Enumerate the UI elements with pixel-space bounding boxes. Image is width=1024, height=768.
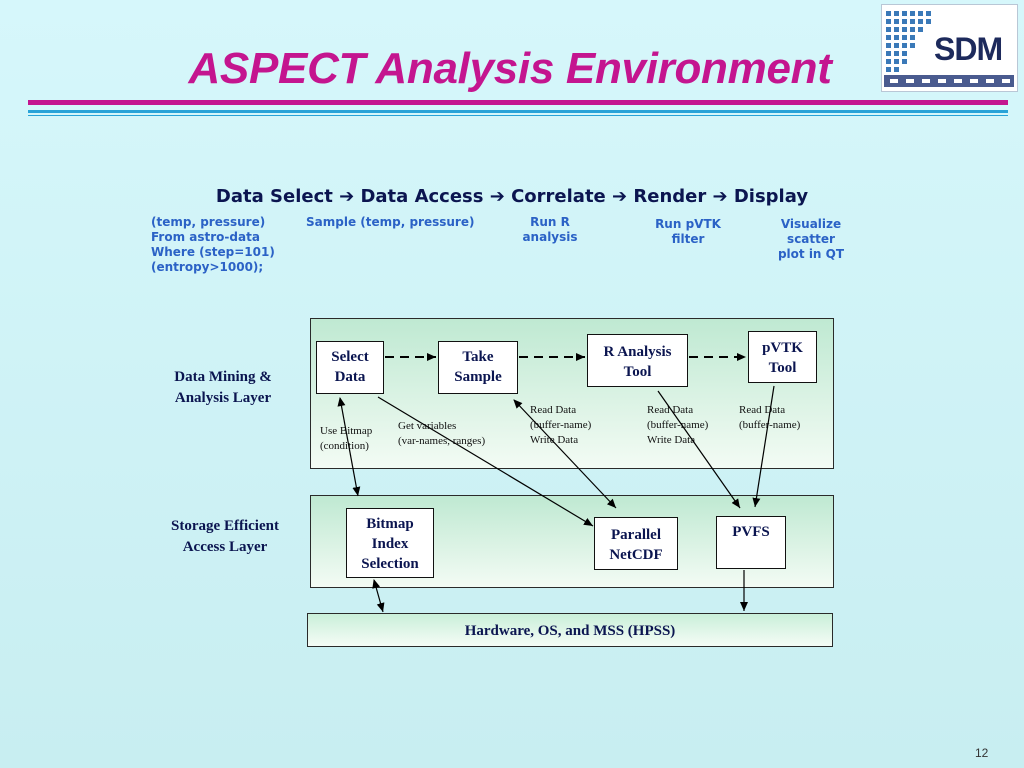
note-display: Visualize scatter plot in QT bbox=[761, 217, 861, 262]
arrow-select-bitmap bbox=[337, 397, 361, 497]
title-rule-pink bbox=[28, 100, 1008, 105]
note-line: analysis bbox=[522, 230, 578, 244]
arrow-sample-netcdf bbox=[513, 399, 617, 509]
arrow-pvtk-pvfs bbox=[752, 385, 775, 508]
sdm-logo-grid-icon bbox=[884, 11, 1014, 87]
parallel-netcdf-box: Parallel NetCDF bbox=[594, 517, 678, 570]
box-line: Take bbox=[462, 349, 494, 365]
annot-line: (buffer-name) bbox=[739, 419, 801, 431]
annotation-read-only: Read Data (buffer-name) bbox=[739, 403, 800, 433]
logo-text: SDM bbox=[934, 31, 1003, 67]
pvtk-tool-box: pVTK Tool bbox=[748, 331, 817, 383]
box-line: Tool bbox=[623, 364, 652, 380]
box-line: Selection bbox=[361, 556, 419, 572]
annot-line: (var-names, ranges) bbox=[398, 435, 486, 447]
arrow-r-pvfs bbox=[657, 390, 741, 509]
note-line: filter bbox=[671, 232, 705, 246]
note-line: (entropy>1000); bbox=[151, 260, 264, 274]
box-line: R Analysis bbox=[603, 344, 672, 360]
box-line: pVTK bbox=[762, 340, 803, 356]
bitmap-index-selection-box: Bitmap Index Selection bbox=[346, 508, 434, 578]
note-line: (temp, pressure) bbox=[151, 215, 266, 229]
note-data-access: Sample (temp, pressure) bbox=[306, 215, 474, 230]
box-line: Bitmap bbox=[366, 516, 414, 532]
page-number: 12 bbox=[975, 746, 989, 760]
annot-line: (buffer-name) bbox=[647, 419, 709, 431]
box-line: Tool bbox=[768, 360, 797, 376]
box-line: Sample bbox=[454, 369, 502, 385]
note-data-select: (temp, pressure) From astro-data Where (… bbox=[151, 215, 275, 275]
note-correlate: Run R analysis bbox=[500, 215, 600, 245]
mining-layer-label: Data Mining & Analysis Layer bbox=[148, 367, 298, 409]
pipeline-heading: Data Select ➔ Data Access ➔ Correlate ➔ … bbox=[215, 186, 809, 207]
box-line: NetCDF bbox=[609, 547, 663, 563]
note-line: plot in QT bbox=[777, 247, 845, 261]
storage-layer-label: Storage Efficient Access Layer bbox=[150, 516, 300, 558]
select-data-box: Select Data bbox=[316, 341, 384, 394]
box-line: Data bbox=[334, 369, 366, 385]
sdm-logo: SDM bbox=[881, 4, 1018, 92]
note-line: From astro-data bbox=[151, 230, 260, 244]
box-line: Parallel bbox=[611, 527, 661, 543]
annot-line: Read Data bbox=[739, 404, 786, 416]
page-title: ASPECT Analysis Environment bbox=[188, 44, 832, 93]
annotation-read-write-pvtk: Read Data (buffer-name) Write Data bbox=[647, 403, 708, 448]
arrow-bitmap-hardware bbox=[372, 579, 385, 613]
label-line: Data Mining & bbox=[174, 369, 272, 385]
note-line: scatter bbox=[787, 232, 835, 246]
label-line: Access Layer bbox=[182, 539, 268, 555]
note-line: Visualize bbox=[780, 217, 842, 231]
note-line: Where (step=101) bbox=[151, 245, 275, 259]
box-line: Select bbox=[331, 349, 369, 365]
note-line: Run R bbox=[530, 215, 570, 229]
take-sample-box: Take Sample bbox=[438, 341, 518, 394]
arrow-select-netcdf bbox=[377, 396, 594, 527]
annot-line: Read Data bbox=[647, 404, 694, 416]
note-render: Run pVTK filter bbox=[638, 217, 738, 247]
box-line: Index bbox=[371, 536, 409, 552]
r-analysis-tool-box: R Analysis Tool bbox=[587, 334, 688, 387]
note-line: Run pVTK bbox=[655, 217, 721, 231]
hardware-layer-panel: Hardware, OS, and MSS (HPSS) bbox=[307, 613, 833, 647]
title-rule-blue bbox=[28, 110, 1008, 113]
title-rule-blue-thin bbox=[28, 115, 1008, 116]
label-line: Storage Efficient bbox=[171, 518, 279, 534]
annot-line: Write Data bbox=[647, 434, 696, 446]
note-line: Sample (temp, pressure) bbox=[306, 215, 475, 229]
label-line: Analysis Layer bbox=[174, 390, 272, 406]
pvfs-box: PVFS bbox=[716, 516, 786, 569]
